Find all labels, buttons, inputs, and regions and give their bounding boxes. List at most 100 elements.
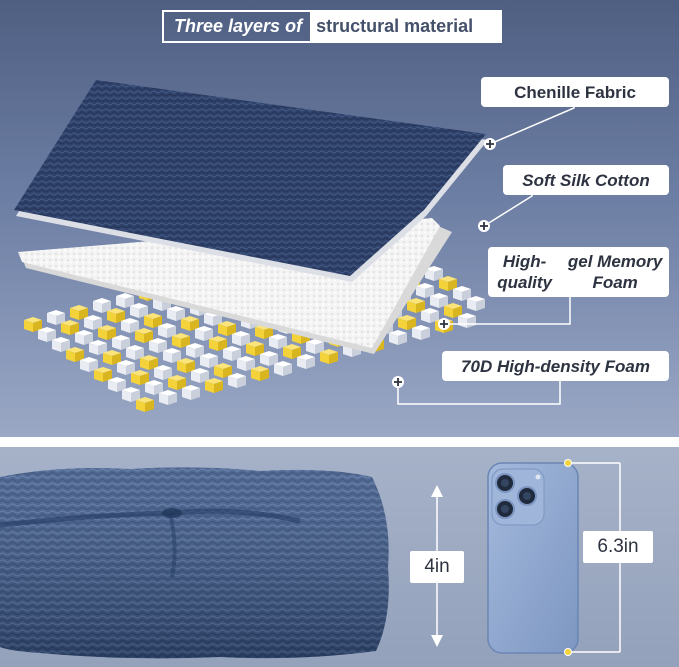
foam-cube — [467, 316, 476, 328]
foam-cube — [98, 328, 107, 340]
foam-cube — [125, 296, 134, 308]
foam-cube — [163, 351, 172, 363]
foam-cube — [237, 359, 246, 371]
foam-cube — [458, 316, 467, 328]
chenille-label: Chenille Fabric — [481, 77, 669, 107]
foam-cube — [329, 352, 338, 364]
foam-cube — [153, 316, 162, 328]
foam-cube — [200, 371, 209, 383]
foam-cube — [251, 369, 260, 381]
foam-cube — [84, 333, 93, 345]
foam-cube — [149, 341, 158, 353]
plus-icon — [438, 318, 450, 330]
foam-cube — [283, 347, 292, 359]
foam-cube — [421, 311, 430, 323]
foam-cube — [154, 368, 163, 380]
layers-illustration — [14, 80, 575, 412]
foam-cube — [94, 370, 103, 382]
title-banner: Three layers of structural material — [162, 10, 502, 43]
foam-cube — [407, 318, 416, 330]
foam-cube — [168, 393, 177, 405]
foam-cube — [407, 301, 416, 313]
size-illustration — [0, 459, 621, 659]
foam-cube — [144, 331, 153, 343]
foam-cube — [246, 359, 255, 371]
foam-cube — [140, 358, 149, 370]
foam-cube — [130, 306, 139, 318]
foam-cube — [398, 318, 407, 330]
foam-cube — [116, 296, 125, 308]
foam-cube — [61, 340, 70, 352]
foam-cube — [140, 373, 149, 385]
foam-cube — [255, 327, 264, 339]
memory-foam-label: High-quality gel Memory Foam — [488, 247, 669, 297]
foam-cube — [200, 356, 209, 368]
foam-cube — [177, 361, 186, 373]
foam-cube — [214, 381, 223, 393]
foam-cube — [47, 330, 56, 342]
foam-cube — [274, 364, 283, 376]
foam-cube — [467, 299, 476, 311]
foam-cube — [264, 327, 273, 339]
foam-cube — [453, 306, 462, 318]
foam-cube — [195, 329, 204, 341]
foam-cube — [33, 320, 42, 332]
foam-cube — [107, 328, 116, 340]
foam-cube — [136, 400, 145, 412]
title-part2: structural material — [310, 12, 500, 41]
foam-cube — [112, 353, 121, 365]
foam-cube — [144, 316, 153, 328]
foam-cube — [416, 286, 425, 298]
foam-cube — [228, 376, 237, 388]
foam-cube — [66, 350, 75, 362]
foam-cube — [430, 296, 439, 308]
cotton-label: Soft Silk Cotton — [503, 165, 669, 195]
cushion — [0, 467, 389, 659]
foam-cube — [232, 334, 241, 346]
leader-lines — [397, 100, 575, 405]
foam-cube — [108, 380, 117, 392]
foam-cube — [214, 366, 223, 378]
foam-cube — [131, 390, 140, 402]
fabric-layer — [14, 80, 488, 282]
foam-cube — [205, 381, 214, 393]
foam-cube — [306, 342, 315, 354]
foam-cube — [186, 361, 195, 373]
foam-cube — [412, 328, 421, 340]
foam-cube — [320, 352, 329, 364]
foam-cube — [430, 311, 439, 323]
foam-cube — [227, 324, 236, 336]
foam-cube — [126, 348, 135, 360]
foam-cube — [448, 279, 457, 291]
foam-cube — [223, 349, 232, 361]
foam-cube — [241, 334, 250, 346]
plus-icon — [392, 376, 404, 388]
layers-panel: Three layers of structural material Chen… — [0, 0, 679, 437]
foam-cube — [80, 360, 89, 372]
foam-cube — [112, 338, 121, 350]
foam-cube — [121, 338, 130, 350]
foam-cube — [75, 350, 84, 362]
foam-cube — [107, 311, 116, 323]
foam-cube — [116, 311, 125, 323]
foam-cube — [167, 309, 176, 321]
foam-cube — [149, 358, 158, 370]
foam-cube — [246, 344, 255, 356]
foam-cube — [306, 357, 315, 369]
foam-cube — [52, 340, 61, 352]
foam-cube — [232, 349, 241, 361]
foam-cube — [47, 313, 56, 325]
foam-cube — [292, 347, 301, 359]
foam-cube — [154, 383, 163, 395]
dimension-marker-icon — [564, 459, 572, 656]
foam-cube — [191, 371, 200, 383]
size-comparison-panel: 4in 6.3in — [0, 447, 679, 667]
foam-cube — [158, 326, 167, 338]
foam-cube — [122, 390, 131, 402]
foam-cube — [75, 333, 84, 345]
foam-cube — [204, 329, 213, 341]
foam-cube — [89, 360, 98, 372]
foam-cube — [213, 314, 222, 326]
foam-cube — [93, 318, 102, 330]
foam-cube — [195, 346, 204, 358]
